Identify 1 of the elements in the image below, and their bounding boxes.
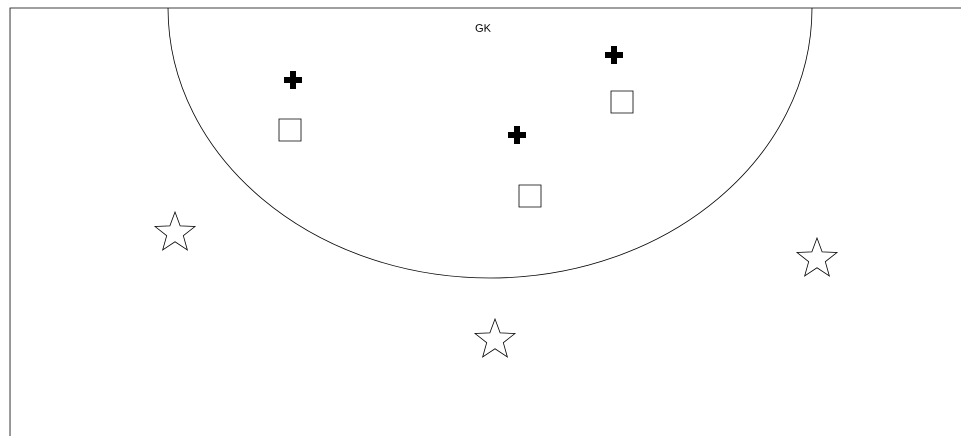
area-label: GK <box>476 24 491 32</box>
